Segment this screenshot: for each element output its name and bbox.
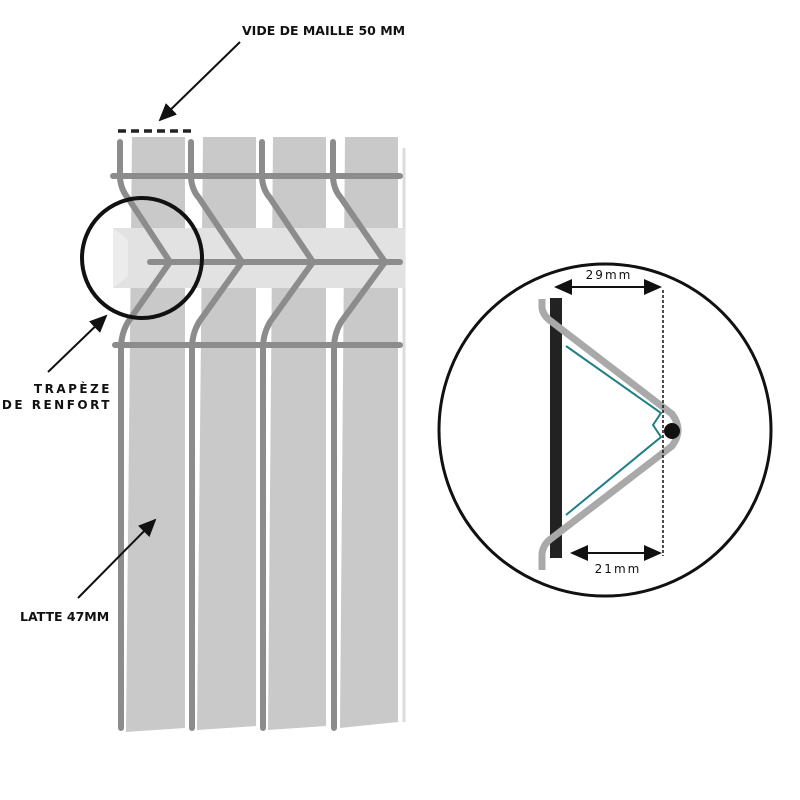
slat-section (550, 298, 562, 558)
highlight-circle (80, 196, 204, 320)
slat-label: LATTE 47MM (20, 609, 109, 624)
teal-profile (565, 345, 663, 516)
slat (268, 137, 326, 730)
horizontal-wire-section (664, 423, 680, 439)
detail-view: 29mm 21mm (437, 262, 773, 598)
trapeze-label-line1: TRAPÈZE (34, 381, 112, 396)
slat-arrow-icon (77, 518, 157, 599)
trapeze-arrow-icon (47, 314, 108, 373)
top-dimension-label: 29mm (586, 268, 633, 282)
vertical-wire (188, 139, 245, 731)
vertical-wire (117, 139, 173, 731)
slat (340, 137, 398, 728)
trapeze-label-line2: DE RENFORT (2, 398, 112, 412)
slat (126, 137, 185, 732)
detail-circle (437, 262, 773, 598)
mesh-gap-label: VIDE DE MAILLE 50 MM (242, 23, 405, 38)
slat (197, 137, 256, 730)
wire-mesh (110, 139, 403, 731)
vertical-wire (259, 139, 316, 731)
vertical-wire (330, 139, 388, 731)
bottom-dimension-label: 21mm (595, 562, 642, 576)
mesh-gap-arrow-icon (158, 41, 241, 122)
